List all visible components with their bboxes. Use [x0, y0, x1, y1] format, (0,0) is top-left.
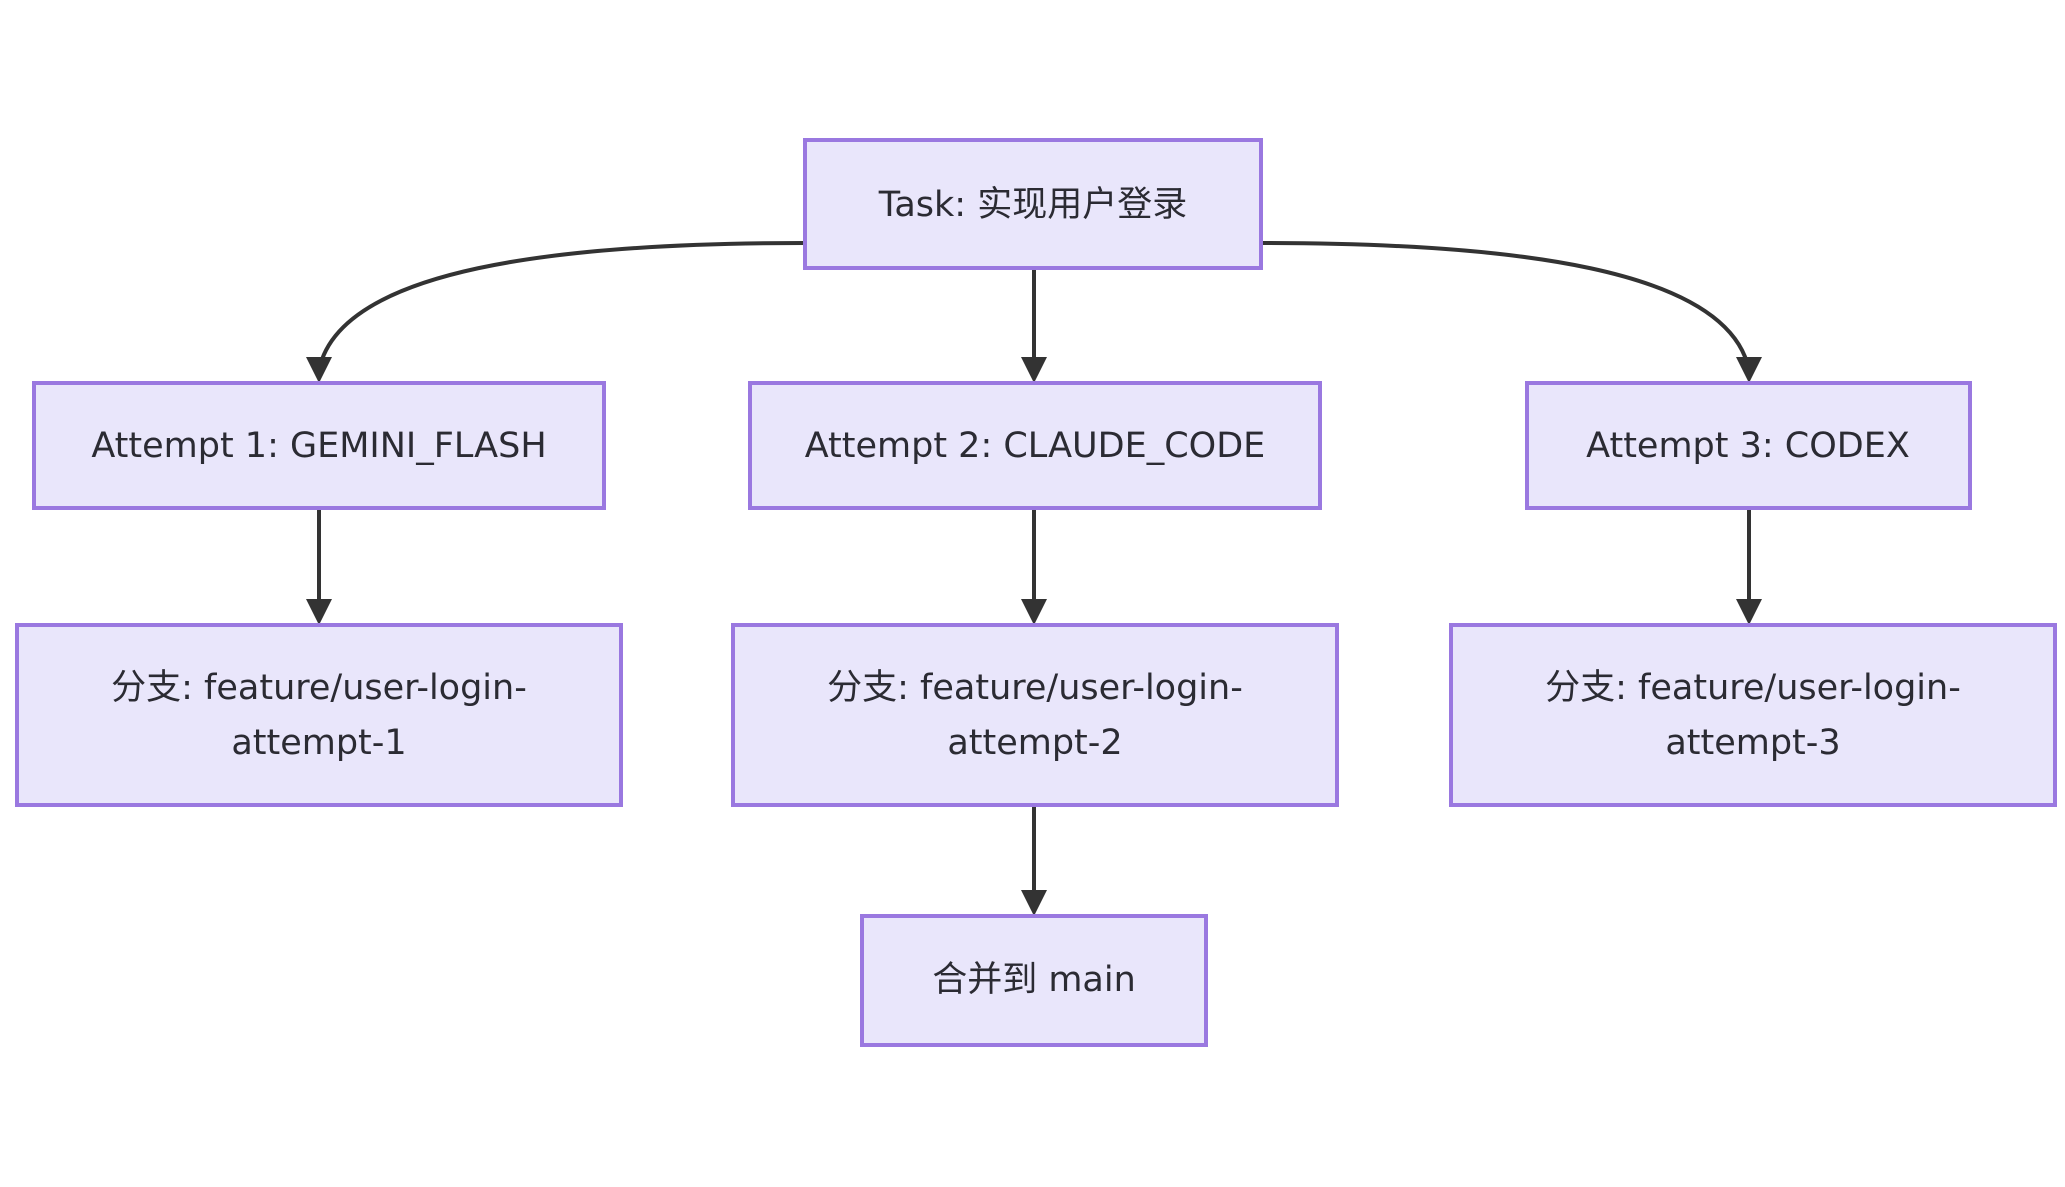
node-branch-2-label-line-2: attempt-2 [947, 723, 1122, 763]
node-branch-2-box[interactable] [731, 623, 1339, 807]
node-task-label: Task: 实现用户登录 [878, 185, 1187, 225]
edge-branch-2-to-merge [1021, 805, 1047, 916]
arrow-head-icon [1736, 357, 1762, 383]
edge-task-to-attempt-3 [1260, 241, 1762, 383]
node-attempt-1-box[interactable] [32, 381, 606, 510]
arrow-head-icon [1021, 357, 1047, 383]
node-branch-3-box[interactable] [1449, 623, 2057, 807]
node-branch-1[interactable]: 分支: feature/user-login- attempt-1 [15, 623, 623, 807]
node-task-box[interactable] [803, 138, 1263, 270]
edge-attempt-2-to-branch-2 [1021, 508, 1047, 625]
node-attempt-1-label: Attempt 1: GEMINI_FLASH [91, 426, 546, 466]
node-branch-1-label-line-1: 分支: feature/user-login- [111, 668, 527, 708]
edge-task-to-attempt-1 [306, 241, 806, 383]
node-task[interactable]: Task: 实现用户登录 [803, 138, 1263, 270]
arrow-head-icon [1021, 890, 1047, 916]
arrow-head-icon [1736, 599, 1762, 625]
node-branch-3-label-line-2: attempt-3 [1665, 723, 1840, 763]
node-attempt-2-box[interactable] [748, 381, 1322, 510]
node-attempt-2[interactable]: Attempt 2: CLAUDE_CODE [748, 381, 1322, 510]
node-attempt-3-label: Attempt 3: CODEX [1586, 426, 1910, 466]
arrow-head-icon [306, 357, 332, 383]
edge-line [317, 241, 806, 371]
edge-attempt-1-to-branch-1 [306, 508, 332, 625]
edge-layer [306, 241, 1762, 916]
edge-attempt-3-to-branch-3 [1736, 508, 1762, 625]
edge-task-to-attempt-2 [1021, 268, 1047, 383]
node-branch-2[interactable]: 分支: feature/user-login- attempt-2 [731, 623, 1339, 807]
node-branch-1-label-line-2: attempt-1 [231, 723, 406, 763]
node-branch-3-label-line-1: 分支: feature/user-login- [1545, 668, 1961, 708]
node-attempt-2-label: Attempt 2: CLAUDE_CODE [805, 426, 1266, 466]
edge-line [1260, 241, 1751, 371]
node-attempt-3[interactable]: Attempt 3: CODEX [1525, 381, 1972, 510]
node-branch-3[interactable]: 分支: feature/user-login- attempt-3 [1449, 623, 2057, 807]
node-merge[interactable]: 合并到 main [860, 914, 1208, 1047]
node-attempt-3-box[interactable] [1525, 381, 1972, 510]
node-layer: Task: 实现用户登录 Attempt 1: GEMINI_FLASH Att… [15, 138, 2057, 1047]
node-merge-box[interactable] [860, 914, 1208, 1047]
node-attempt-1[interactable]: Attempt 1: GEMINI_FLASH [32, 381, 606, 510]
arrow-head-icon [306, 599, 332, 625]
node-branch-1-box[interactable] [15, 623, 623, 807]
node-branch-2-label-line-1: 分支: feature/user-login- [827, 668, 1243, 708]
node-merge-label: 合并到 main [932, 960, 1136, 1000]
arrow-head-icon [1021, 599, 1047, 625]
